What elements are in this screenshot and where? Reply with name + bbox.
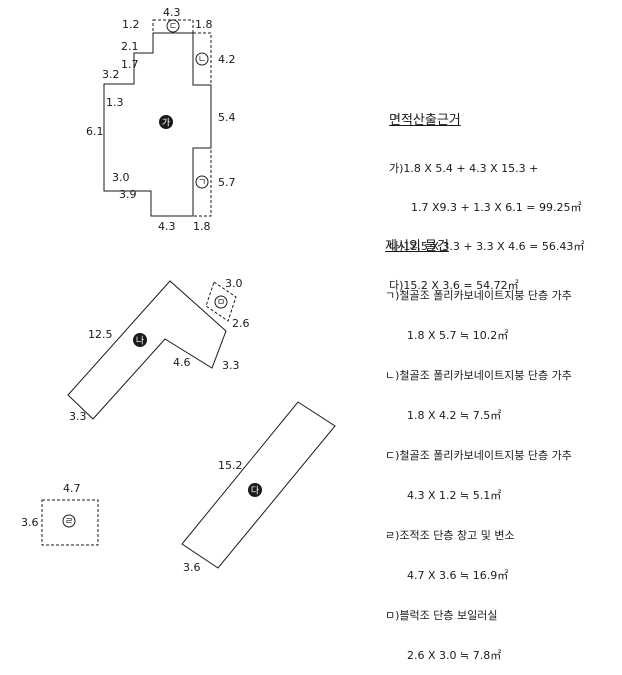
- dim-ga-step-c: 3.2: [102, 68, 120, 81]
- extra-item-line: ㄴ)철골조 폴리카보네이트지붕 단층 가추: [385, 369, 572, 382]
- label-mieum-marker: ㅁ: [214, 295, 228, 309]
- label-na-marker: 나: [133, 333, 147, 347]
- calc-line: 가)1.8 X 5.4 + 4.3 X 15.3 +: [389, 162, 539, 175]
- svg-text:ㄹ: ㄹ: [65, 517, 73, 527]
- svg-text:가: 가: [162, 118, 170, 129]
- area-calculation-notes: 면적산출근거 가)1.8 X 5.4 + 4.3 X 15.3 + 1.7 X9…: [389, 88, 584, 305]
- building-da-outline: [181, 401, 336, 569]
- svg-text:다: 다: [251, 486, 260, 497]
- svg-text:ㄱ: ㄱ: [198, 178, 206, 188]
- dim-mieum-top: 3.0: [225, 277, 243, 290]
- area-calculation-heading: 면적산출근거: [389, 113, 461, 128]
- dim-ga-left: 6.1: [86, 125, 104, 138]
- extra-item-line: 4.7 X 3.6 ≒ 16.9㎡: [407, 569, 509, 582]
- extra-item-line: 4.3 X 1.2 ≒ 5.1㎡: [407, 489, 502, 502]
- annex-mieum-outline: [205, 281, 237, 322]
- extra-items-heading: 제시외 물건: [385, 239, 449, 254]
- dim-ga-step-d: 1.3: [106, 96, 124, 109]
- calc-line: 1.7 X9.3 + 1.3 X 6.1 = 99.25㎡: [411, 201, 582, 214]
- dim-ga-top-right: 1.8: [195, 18, 213, 31]
- extra-items-notes: 제시외 물건 ㄱ)철골조 폴리카보네이트지붕 단층 가추 1.8 X 5.7 ≒…: [385, 214, 572, 675]
- svg-text:ㅁ: ㅁ: [217, 298, 225, 308]
- label-da-marker: 다: [248, 483, 262, 497]
- dim-ga-right-giyeok: 5.7: [218, 176, 236, 189]
- dim-da-short-side: 3.6: [183, 561, 201, 574]
- extra-item-line: 1.8 X 5.7 ≒ 10.2㎡: [407, 329, 509, 342]
- dim-rieul-top: 4.7: [63, 482, 81, 495]
- extra-item-line: ㄷ)철골조 폴리카보네이트지붕 단층 가추: [385, 449, 572, 462]
- dim-ga-mid-b: 3.9: [119, 188, 137, 201]
- extra-item-line: ㄱ)철골조 폴리카보네이트지붕 단층 가추: [385, 289, 572, 302]
- label-digeut-marker: ㄷ: [166, 19, 180, 33]
- extra-item-line: 1.8 X 4.2 ≒ 7.5㎡: [407, 409, 502, 422]
- dim-ga-mid-a: 3.0: [112, 171, 130, 184]
- annex-giyeok-outline: [192, 147, 212, 217]
- dim-ga-bottom-right: 1.8: [193, 220, 211, 233]
- dim-da-long-side: 15.2: [218, 459, 243, 472]
- label-rieul-marker: ㄹ: [62, 514, 76, 528]
- label-giyeok-marker: ㄱ: [195, 175, 209, 189]
- label-nieun-marker: ㄴ: [195, 52, 209, 66]
- dim-ga-step-a: 2.1: [121, 40, 139, 53]
- annex-rieul-outline: [41, 499, 99, 546]
- dim-ga-step-b: 1.7: [121, 58, 139, 71]
- extra-item-line: ㄹ)조적조 단층 창고 및 변소: [385, 529, 515, 542]
- dim-rieul-side: 3.6: [21, 516, 39, 529]
- dim-na-end-bottom: 3.3: [69, 410, 87, 423]
- svg-text:나: 나: [136, 336, 144, 347]
- dim-na-long-side: 12.5: [88, 328, 113, 341]
- calc-line: 나)12.5 X 3.3 + 3.3 X 4.6 = 56.43㎡: [389, 240, 585, 253]
- calc-line: 다)15.2 X 3.6 = 54.72㎡: [389, 279, 519, 292]
- area-sketch: 가 나 다 ㄷ ㄴ ㄱ ㅁ ㄹ 1.2 4.3 1.8 2.1 1.7 3.2 …: [21, 6, 336, 574]
- svg-text:ㄷ: ㄷ: [169, 22, 177, 32]
- label-ga-marker: 가: [159, 115, 173, 129]
- extra-item-line: 2.6 X 3.0 ≒ 7.8㎡: [407, 649, 502, 662]
- extra-item-line: ㅁ)블럭조 단층 보일러실: [385, 609, 498, 622]
- dim-ga-top-left: 1.2: [122, 18, 140, 31]
- dim-na-inner: 4.6: [173, 356, 191, 369]
- svg-text:ㄴ: ㄴ: [198, 55, 206, 65]
- dim-ga-right-nieun: 4.2: [218, 53, 236, 66]
- dim-ga-bottom: 4.3: [158, 220, 176, 233]
- dim-mieum-side: 2.6: [232, 317, 250, 330]
- dim-ga-top-mid: 4.3: [163, 6, 181, 19]
- building-na-outline: [67, 280, 227, 420]
- dim-na-end-right: 3.3: [222, 359, 240, 372]
- dim-ga-right-mid: 5.4: [218, 111, 236, 124]
